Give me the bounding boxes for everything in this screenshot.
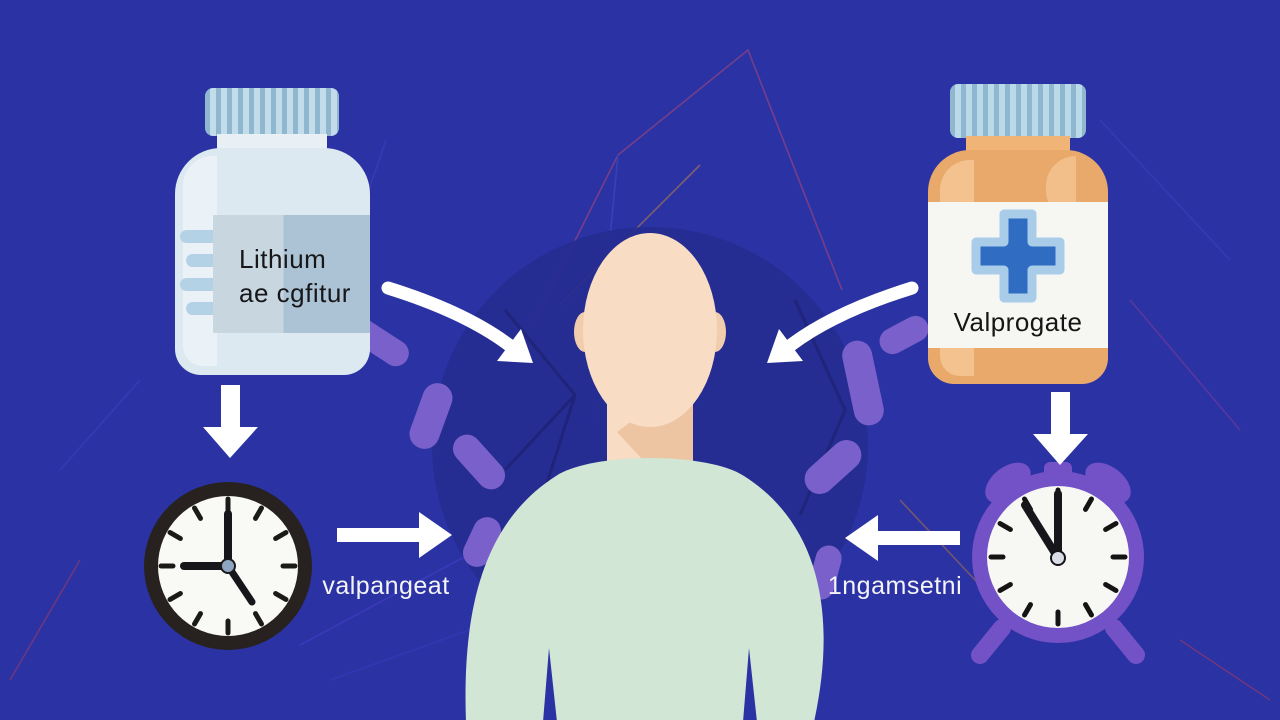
shirt-notch-right xyxy=(743,648,757,720)
shirt-notch-left xyxy=(543,648,557,720)
head xyxy=(583,233,717,427)
person-figure xyxy=(465,233,824,720)
pill-icon xyxy=(180,230,222,243)
valproate-label: Valprogate xyxy=(928,202,1108,348)
shirt xyxy=(465,458,824,720)
caption-right: 1ngamsetni xyxy=(827,572,963,600)
down-arrow-left-icon xyxy=(203,385,258,458)
valproate-bottle-cap xyxy=(950,84,1086,138)
medical-cross-icon xyxy=(971,209,1065,303)
caption-left: valpangeat xyxy=(322,572,450,600)
wall-clock-icon xyxy=(144,482,312,650)
right-arrow-icon xyxy=(337,512,452,558)
lithium-bottle: Lithium ae cgfitur xyxy=(175,88,370,375)
valproate-bottle: Valprogate xyxy=(928,84,1108,384)
lithium-label: Lithium ae cgfitur xyxy=(213,215,370,333)
curved-arrow-right-icon xyxy=(767,281,919,363)
lithium-bottle-cap xyxy=(205,88,339,136)
alarm-clock-ticks xyxy=(988,487,1128,627)
wall-clock-ticks xyxy=(158,496,298,636)
curved-arrow-left-icon xyxy=(381,281,533,363)
pill-icon xyxy=(180,278,222,291)
down-arrow-right-icon xyxy=(1033,392,1088,465)
lithium-label-line1: Lithium xyxy=(239,244,327,274)
lithium-label-line2: ae cgfitur xyxy=(239,277,351,308)
valproate-label-text: Valprogate xyxy=(953,307,1083,337)
left-arrow-icon xyxy=(845,515,960,561)
alarm-clock-hands xyxy=(1021,490,1062,562)
alarm-clock-legs xyxy=(971,619,1145,664)
alarm-clock-icon xyxy=(971,462,1145,664)
